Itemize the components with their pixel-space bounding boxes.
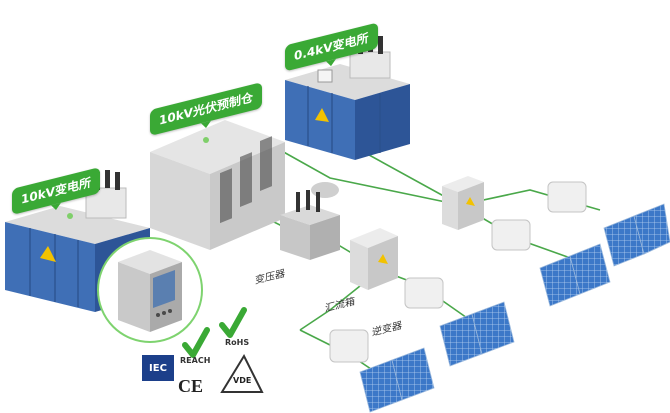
combiner-box-right bbox=[442, 176, 484, 230]
inverters bbox=[329, 181, 587, 363]
connection-lines bbox=[239, 149, 601, 376]
iec-logo: IEC bbox=[142, 355, 174, 381]
substation-10kv-building bbox=[5, 170, 150, 312]
combiner-box-left bbox=[350, 228, 398, 290]
transformer-unit bbox=[280, 182, 340, 260]
rohs-label: RoHS bbox=[225, 338, 250, 347]
prefab-cabinet-building bbox=[150, 120, 285, 250]
vde-mark: VDE bbox=[233, 376, 252, 385]
iec-logo-text: IEC bbox=[149, 362, 167, 374]
reach-label: REACH bbox=[180, 356, 211, 365]
ce-mark: CE bbox=[178, 376, 204, 396]
protection-relay-device bbox=[97, 237, 203, 343]
solar-panels bbox=[359, 203, 670, 413]
substation-04kv-building bbox=[285, 34, 410, 160]
